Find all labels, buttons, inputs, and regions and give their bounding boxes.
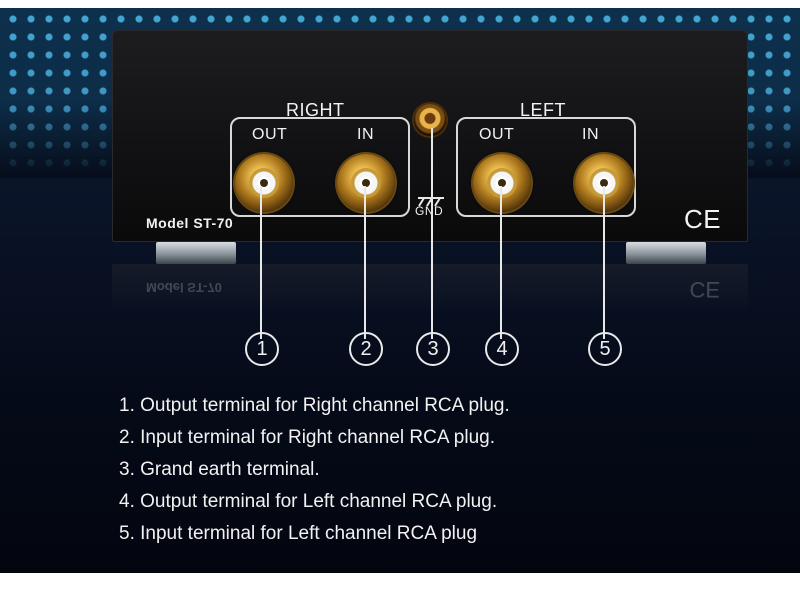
leader-line-5: [603, 186, 605, 339]
right-out-label: OUT: [252, 126, 288, 143]
product-photo: RIGHT LEFT OUT IN OUT IN GND Model ST-70…: [0, 8, 800, 573]
reflected-ce-mark: CE: [689, 277, 720, 302]
description-item: 5. Input terminal for Left channel RCA p…: [119, 523, 478, 544]
amplifier-rear-panel: RIGHT LEFT OUT IN OUT IN GND Model ST-70…: [112, 30, 748, 242]
ground-terminal-post: [414, 104, 446, 136]
leader-line-3: [431, 128, 433, 339]
description-item: 1. Output terminal for Right channel RCA…: [119, 395, 510, 416]
reflected-model-label: Model ST-70: [146, 280, 222, 295]
terminal-descriptions: 1. Output terminal for Right channel RCA…: [119, 390, 510, 550]
description-item: 4. Output terminal for Left channel RCA …: [119, 491, 498, 512]
model-label: Model ST-70: [146, 215, 234, 231]
callout-3: 3: [416, 332, 450, 366]
callout-4: 4: [485, 332, 519, 366]
leader-line-2: [364, 186, 366, 339]
description-item: 2. Input terminal for Right channel RCA …: [119, 427, 495, 448]
left-channel-label: LEFT: [520, 100, 567, 120]
leader-line-4: [500, 186, 502, 339]
left-out-rca-jack: [473, 154, 531, 212]
left-in-label: IN: [582, 126, 599, 143]
right-out-rca-jack: [235, 154, 293, 212]
left-foot: [156, 242, 236, 264]
left-channel-box: [456, 117, 636, 217]
left-out-label: OUT: [479, 126, 515, 143]
ce-mark: CE: [684, 204, 722, 234]
gnd-label: GND: [415, 204, 444, 218]
right-channel-box: [230, 117, 410, 217]
right-in-rca-jack: [337, 154, 395, 212]
right-in-label: IN: [357, 126, 374, 143]
right-foot: [626, 242, 706, 264]
right-channel-label: RIGHT: [286, 100, 345, 120]
callout-5: 5: [588, 332, 622, 366]
callout-1: 1: [245, 332, 279, 366]
description-item: 3. Grand earth terminal.: [119, 459, 320, 480]
callout-2: 2: [349, 332, 383, 366]
device-reflection: Model ST-70 CE: [112, 264, 748, 314]
leader-line-1: [260, 186, 262, 339]
